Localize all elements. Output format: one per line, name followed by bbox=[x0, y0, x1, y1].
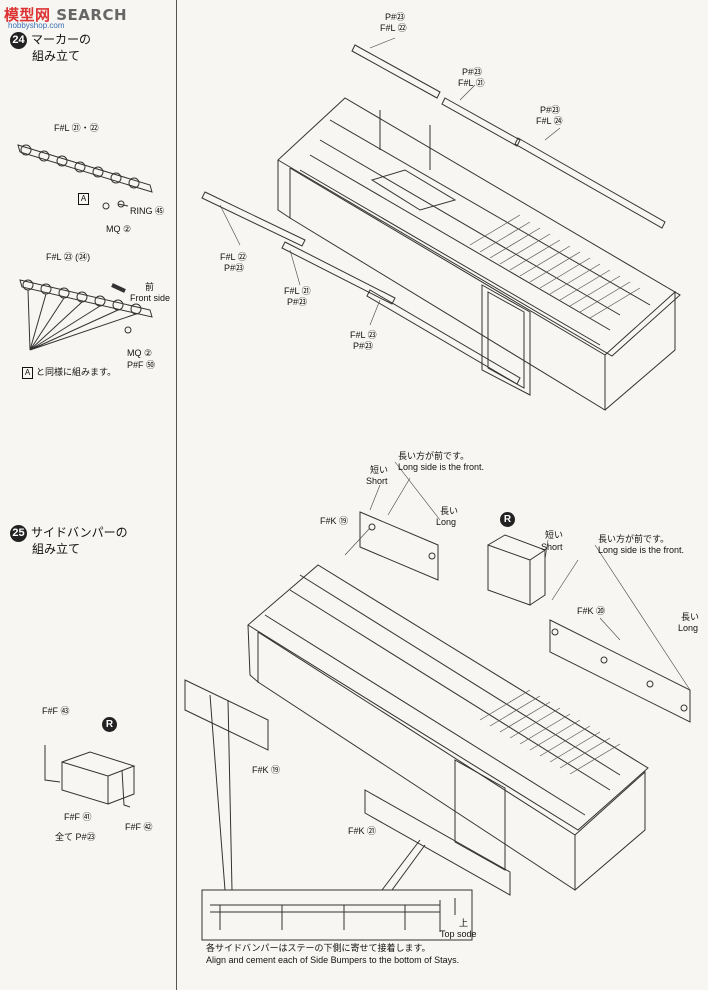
upper-ladder-rungs bbox=[469, 214, 641, 319]
side-bumper-fk21 bbox=[364, 789, 511, 896]
side-bumper-fk19-top bbox=[359, 511, 439, 581]
label-short-jp-1: 短い bbox=[370, 465, 389, 475]
r-mark-left: R bbox=[102, 717, 117, 732]
label-long-jp-2: 長い bbox=[681, 612, 700, 622]
lower-leader-lines bbox=[344, 461, 691, 691]
label-top-jp: 上 bbox=[459, 918, 469, 928]
label-fl24-right: F#L ㉔ bbox=[536, 116, 563, 126]
label-mq-2: MQ ② bbox=[127, 348, 153, 358]
label-fl22-left: F#L ㉒ bbox=[220, 252, 247, 262]
label-long-front-jp-2: 長い方が前です。 bbox=[598, 534, 670, 544]
label-ph23-top: P#㉓ bbox=[385, 12, 406, 22]
upper-marker-strips bbox=[201, 44, 666, 385]
label-ph23-right: P#㉓ bbox=[540, 105, 561, 115]
lower-ladder-rungs bbox=[479, 689, 621, 775]
label-fk19-bottom: F#K ⑲ bbox=[252, 765, 281, 775]
assembly-note: 各サイドバンパーはステーの下側に寄せて接着します。 Align and ceme… bbox=[206, 942, 459, 966]
step-box-part bbox=[44, 745, 136, 808]
label-ring: RING ㊺ bbox=[130, 206, 165, 216]
label-ph23-bottom: P#㉓ bbox=[353, 341, 374, 351]
label-fl23-bottom: F#L ㉓ bbox=[350, 330, 377, 340]
label-short-en-2: Short bbox=[541, 542, 563, 552]
label-fk20: F#K ⑳ bbox=[577, 606, 606, 616]
label-fl21-lower: F#L ㉑ bbox=[284, 286, 311, 296]
label-long-front-jp-1: 長い方が前です。 bbox=[398, 451, 470, 461]
marker-light-strip-2 bbox=[19, 279, 153, 351]
label-ff42: F#F ㊷ bbox=[125, 822, 153, 832]
label-front-en: Front side bbox=[130, 293, 171, 303]
label-fl-23-24: F#L ㉓ (㉔) bbox=[46, 252, 91, 262]
upper-leader-lines bbox=[219, 37, 561, 326]
label-fk19-top: F#K ⑲ bbox=[320, 516, 349, 526]
label-long-front-en-2: Long side is the front. bbox=[598, 545, 685, 555]
label-ff41: F#F ㊶ bbox=[64, 812, 92, 822]
label-long-en-2: Long bbox=[678, 623, 699, 633]
label-long-jp-1: 長い bbox=[440, 506, 459, 516]
step-24-number: 24 bbox=[10, 32, 27, 49]
marker-light-strip-1 bbox=[17, 144, 153, 210]
label-front-jp: 前 bbox=[145, 282, 155, 292]
label-long-en-1: Long bbox=[436, 517, 457, 527]
column-divider bbox=[176, 0, 177, 990]
label-mq-1: MQ ② bbox=[106, 224, 132, 234]
note-jp: 各サイドバンパーはステーの下側に寄せて接着します。 bbox=[206, 943, 431, 953]
watermark-logo: 模型网 SEARCH bbox=[4, 6, 128, 24]
label-top-en: Top sode bbox=[440, 929, 477, 939]
label-ff43: F#F ㊸ bbox=[42, 706, 70, 716]
label-all-ph23: 全て P#㉓ bbox=[55, 832, 96, 842]
label-short-en-1: Short bbox=[366, 476, 388, 486]
label-pf-50: P#F ㊿ bbox=[127, 360, 156, 370]
label-fl22-top: F#L ㉒ bbox=[380, 23, 407, 33]
label-fk21: F#K ㉑ bbox=[348, 826, 377, 836]
side-bumper-fk20 bbox=[549, 619, 691, 723]
label-short-jp-2: 短い bbox=[545, 530, 564, 540]
label-long-front-en-1: Long side is the front. bbox=[398, 462, 485, 472]
label-ph23-left: P#㉓ bbox=[224, 263, 245, 273]
car-body-upper bbox=[277, 97, 681, 411]
label-ph23-lower: P#㉓ bbox=[287, 297, 308, 307]
side-bumper-fk19-bottom bbox=[184, 679, 269, 751]
r-mark-right: R bbox=[500, 512, 515, 527]
label-fl21-mid: F#L ㉑ bbox=[458, 78, 485, 88]
watermark-url: hobbyshop.com bbox=[8, 21, 65, 30]
label-box-a: A bbox=[78, 193, 92, 205]
step-25-number: 25 bbox=[10, 525, 27, 542]
label-ph23-mid: P#㉓ bbox=[462, 67, 483, 77]
car-body-lower bbox=[247, 534, 649, 891]
detail-inset-box bbox=[201, 694, 473, 941]
front-arrow bbox=[111, 283, 126, 293]
note-en: Align and cement each of Side Bumpers to… bbox=[206, 955, 460, 965]
label-fl-21-22: F#L ㉑・㉒ bbox=[54, 123, 99, 133]
